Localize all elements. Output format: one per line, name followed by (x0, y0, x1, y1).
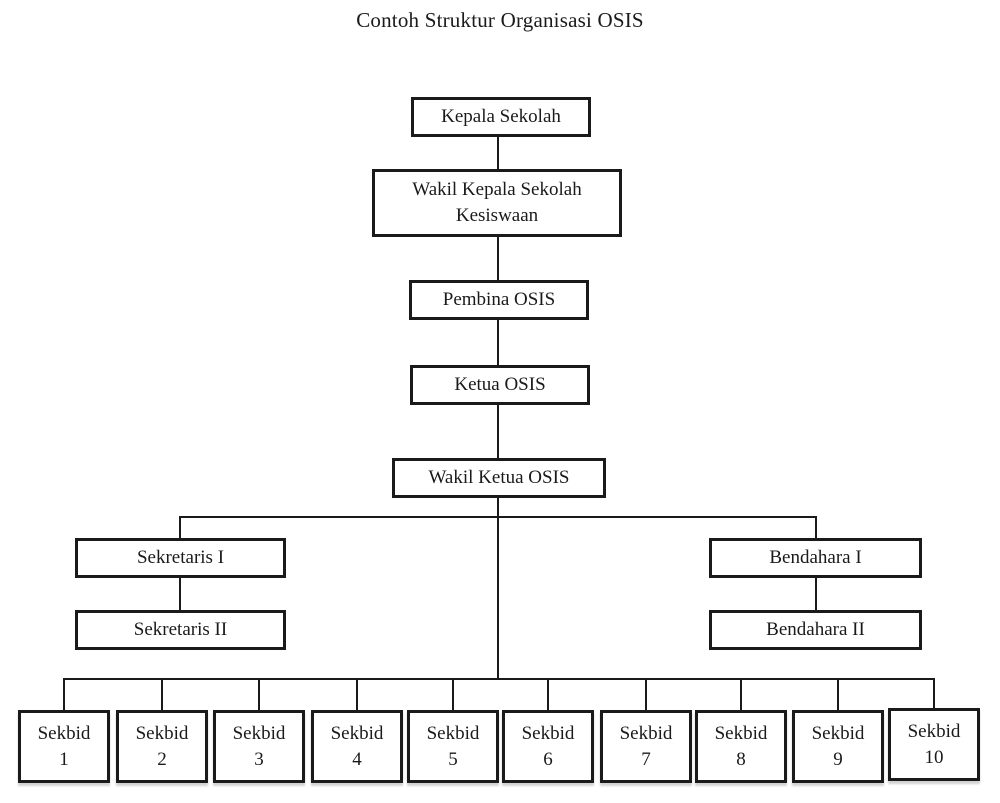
node-label: Sekbid (619, 722, 673, 744)
node-number: 1 (59, 748, 69, 770)
connector-bendahara1-to-bendahara2 (815, 578, 817, 610)
node-number: 3 (254, 748, 264, 770)
node-label: Bendahara I (769, 547, 862, 569)
node-number: 6 (543, 748, 553, 770)
node-label: Sekretaris II (133, 619, 228, 641)
node-sekbid-2: Sekbid 2 (116, 710, 208, 783)
node-ketua-osis: Ketua OSIS (410, 365, 590, 405)
node-label: Sekbid (907, 720, 961, 742)
connector-kepala-to-wakilkepala (497, 137, 499, 169)
node-label: Ketua OSIS (454, 374, 546, 396)
connector-wakilketua-to-sekbid-bus (497, 497, 499, 678)
connector-drop-sekbid-8 (740, 678, 742, 710)
node-number: 10 (924, 746, 944, 768)
connector-branch-horizontal (179, 516, 817, 518)
node-label: Sekbid (521, 722, 575, 744)
connector-wakilkepala-to-pembina (497, 237, 499, 280)
node-label: Kepala Sekolah (441, 106, 561, 128)
node-bendahara-1: Bendahara I (709, 538, 922, 578)
node-label: Sekbid (330, 722, 384, 744)
node-number: 9 (833, 748, 843, 770)
connector-drop-sekbid-1 (63, 678, 65, 710)
node-label: Sekbid (37, 722, 91, 744)
node-wakil-kepala-sekolah: Wakil Kepala Sekolah Kesiswaan (372, 169, 622, 237)
node-label: Sekbid (714, 722, 768, 744)
node-sekbid-1: Sekbid 1 (18, 710, 110, 783)
node-label: Sekbid (811, 722, 865, 744)
node-pembina-osis: Pembina OSIS (409, 280, 589, 320)
node-sekbid-3: Sekbid 3 (213, 710, 305, 783)
connector-sekbid-bus (63, 678, 935, 680)
connector-drop-sekbid-3 (258, 678, 260, 710)
node-sekbid-5: Sekbid 5 (407, 710, 499, 783)
node-wakil-ketua-osis: Wakil Ketua OSIS (392, 458, 606, 498)
connector-drop-sekbid-9 (837, 678, 839, 710)
node-sekbid-10: Sekbid 10 (888, 708, 980, 781)
connector-drop-sekbid-5 (452, 678, 454, 710)
node-label: Wakil Kepala Sekolah Kesiswaan (412, 179, 582, 226)
node-label: Bendahara II (766, 619, 865, 641)
connector-branch-to-sekretaris1 (179, 516, 181, 538)
connector-drop-sekbid-6 (547, 678, 549, 710)
node-sekbid-4: Sekbid 4 (311, 710, 403, 783)
connector-sekretaris1-to-sekretaris2 (179, 578, 181, 610)
node-sekbid-6: Sekbid 6 (502, 710, 594, 783)
node-number: 4 (352, 748, 362, 770)
chart-title: Contoh Struktur Organisasi OSIS (356, 8, 644, 32)
node-sekbid-9: Sekbid 9 (792, 710, 884, 783)
node-label: Sekretaris I (136, 547, 225, 569)
node-number: 5 (448, 748, 458, 770)
node-number: 8 (736, 748, 746, 770)
node-bendahara-2: Bendahara II (709, 610, 922, 650)
connector-drop-sekbid-10 (933, 678, 935, 710)
connector-drop-sekbid-7 (645, 678, 647, 710)
connector-drop-sekbid-4 (356, 678, 358, 710)
node-kepala-sekolah: Kepala Sekolah (411, 97, 591, 137)
node-sekbid-8: Sekbid 8 (695, 710, 787, 783)
node-sekretaris-1: Sekretaris I (75, 538, 286, 578)
node-label: Wakil Ketua OSIS (428, 467, 570, 489)
node-label: Sekbid (232, 722, 286, 744)
node-number: 2 (157, 748, 167, 770)
node-label: Sekbid (426, 722, 480, 744)
node-sekretaris-2: Sekretaris II (75, 610, 286, 650)
node-label: Pembina OSIS (442, 289, 556, 311)
node-number: 7 (641, 748, 651, 770)
node-label: Sekbid (135, 722, 189, 744)
node-sekbid-7: Sekbid 7 (600, 710, 692, 783)
connector-branch-to-bendahara1 (815, 516, 817, 538)
connector-drop-sekbid-2 (161, 678, 163, 710)
connector-ketua-to-wakilketua (497, 405, 499, 458)
connector-pembina-to-ketua (497, 319, 499, 365)
